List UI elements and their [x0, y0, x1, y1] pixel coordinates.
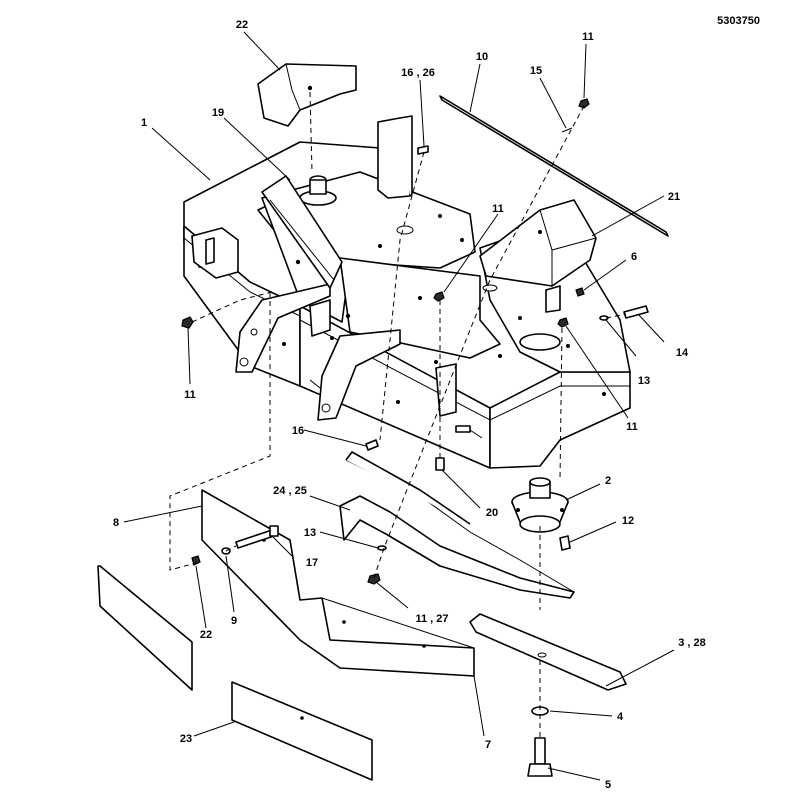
callout-21: 21: [668, 191, 680, 203]
assembly-lines: [169, 91, 627, 738]
callout-11-right: 11: [626, 421, 638, 433]
callout-3-28: 3 , 28: [678, 637, 706, 649]
spindle-bolt: [527, 737, 553, 777]
callout-4: 4: [617, 711, 624, 723]
spindle-pulley-left: [309, 175, 327, 195]
callout-9: 9: [231, 615, 237, 627]
callout-6: 6: [631, 251, 637, 263]
callout-1: 1: [141, 117, 147, 129]
callout-22-top: 22: [236, 19, 248, 31]
mower-deck: [183, 115, 631, 469]
hardware: [181, 98, 649, 585]
callout-11-top: 11: [582, 31, 594, 43]
document-number: 5303750: [717, 15, 760, 27]
callout-labels: 1 22 19 16 , 26 10 15 11 21 11 6 14 13 1…: [113, 19, 706, 791]
callout-15: 15: [530, 65, 542, 77]
callout-20: 20: [486, 507, 498, 519]
callout-17: 17: [306, 557, 318, 569]
callout-10: 10: [476, 51, 488, 63]
callout-7: 7: [485, 739, 491, 751]
callout-22-bottom: 22: [200, 629, 212, 641]
callout-11-27: 11 , 27: [415, 613, 448, 625]
callout-11-left: 11: [184, 389, 196, 401]
spindle-assembly: [511, 477, 569, 533]
callout-14: 14: [676, 347, 689, 359]
callout-16-26: 16 , 26: [401, 67, 435, 79]
callout-19: 19: [212, 107, 224, 119]
belt-rod: [439, 95, 669, 237]
callout-12: 12: [622, 515, 634, 527]
deflector-strip-bottom: [231, 681, 373, 781]
belt-shield-left: [261, 175, 343, 289]
callout-11-mid: 11: [492, 203, 504, 215]
callout-13-right: 13: [638, 375, 650, 387]
deflector-strip-left: [97, 565, 193, 691]
discharge-flap: [201, 489, 475, 677]
callout-8: 8: [113, 517, 119, 529]
leader-lines: [123, 31, 675, 781]
pulley-cover: [257, 63, 357, 127]
callout-24-25: 24 , 25: [273, 485, 307, 497]
blade: [469, 613, 627, 691]
baffle: [339, 451, 575, 599]
callout-16: 16: [292, 425, 304, 437]
callout-13-mid: 13: [304, 527, 316, 539]
callout-2: 2: [605, 475, 611, 487]
spindle-cover-right: [479, 199, 597, 287]
callout-23: 23: [180, 733, 192, 745]
callout-5: 5: [605, 779, 611, 791]
